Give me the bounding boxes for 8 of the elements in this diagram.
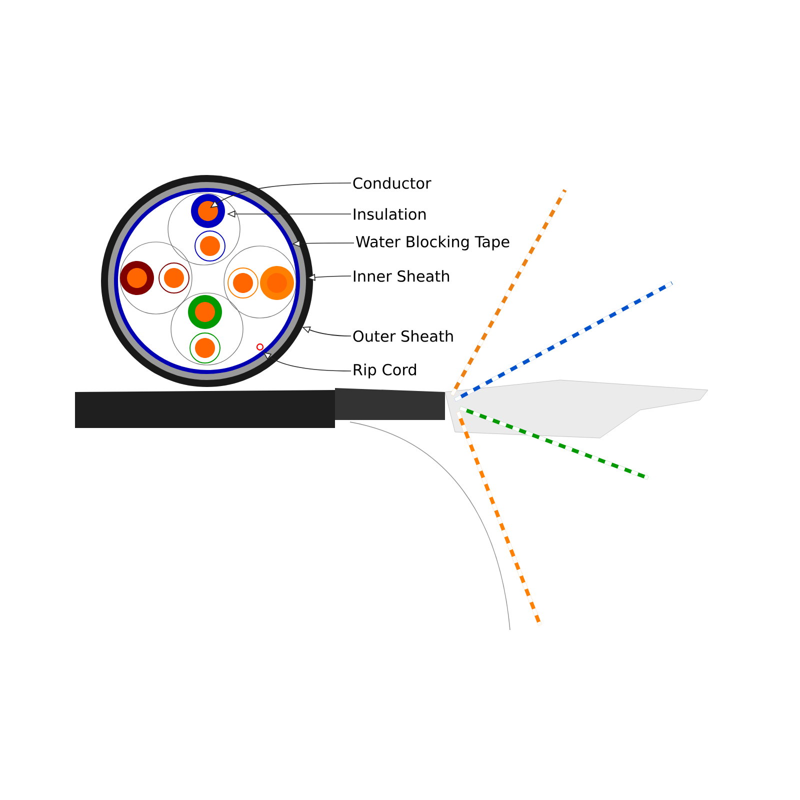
label-text: Inner Sheath	[354, 270, 450, 282]
label-text: Conductor	[353, 177, 432, 189]
leader-line	[210, 182, 352, 208]
label-text: Water Blocking Tape	[356, 236, 510, 250]
leader-line	[263, 352, 352, 372]
label-text: Rip Cord	[354, 364, 416, 378]
label-text: Outer Sheath	[353, 330, 453, 342]
label-text: Insulation	[354, 208, 426, 220]
